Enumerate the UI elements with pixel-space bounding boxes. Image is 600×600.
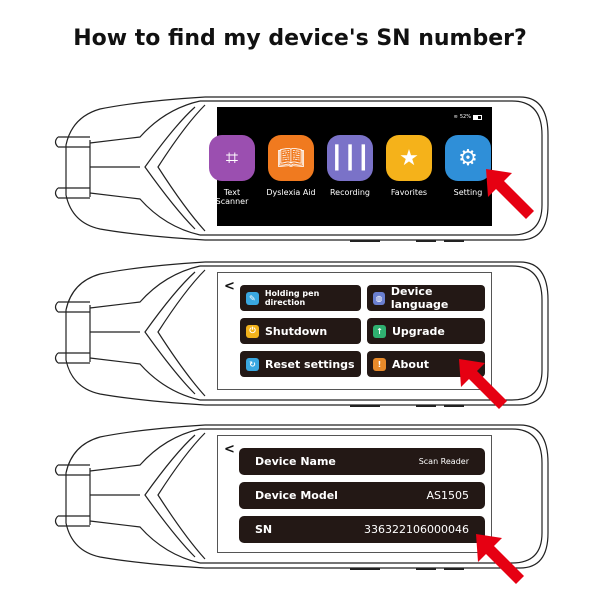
red-arrow-icon bbox=[486, 169, 534, 219]
back-button[interactable]: < bbox=[224, 279, 235, 294]
app-label: Dyslexia Aid bbox=[266, 188, 316, 197]
row-value: Scan Reader bbox=[418, 457, 469, 466]
page-title: How to find my device's SN number? bbox=[73, 26, 527, 51]
status-bar: ≋ 52% bbox=[454, 114, 482, 120]
row-key: Device Name bbox=[255, 455, 336, 468]
globe-icon: ◍ bbox=[373, 291, 385, 305]
reset-icon: ↻ bbox=[246, 357, 259, 371]
device-model-row: Device Model AS1505 bbox=[239, 482, 485, 509]
settings-screen: < ✎ Holding pen direction ◍ Device languag… bbox=[217, 272, 492, 390]
setting-upgrade[interactable]: ↑ Upgrade bbox=[367, 318, 485, 344]
home-screen: ≋ 52% ⌗ Text Scanner 📖︎ Dyslexia Aid ┃┃┃… bbox=[209, 107, 493, 226]
app-label: Setting bbox=[453, 188, 483, 197]
power-icon: ⏻ bbox=[246, 324, 259, 338]
waveform-icon: ┃┃┃ bbox=[327, 135, 373, 181]
app-dyslexia-aid[interactable]: 📖︎ Dyslexia Aid bbox=[266, 135, 316, 197]
setting-shutdown[interactable]: ⏻ Shutdown bbox=[240, 318, 361, 344]
app-text-scanner[interactable]: ⌗ Text Scanner bbox=[207, 135, 257, 206]
battery-icon bbox=[473, 114, 482, 120]
info-icon: ! bbox=[373, 357, 386, 371]
back-button[interactable]: < bbox=[224, 442, 235, 457]
sn-value: 336322106000046 bbox=[364, 523, 469, 536]
app-label: Favorites bbox=[390, 188, 428, 197]
label: Shutdown bbox=[265, 324, 328, 338]
label: About bbox=[392, 357, 430, 371]
setting-holding-pen-direction[interactable]: ✎ Holding pen direction bbox=[240, 285, 361, 311]
about-screen: < Device Name Scan Reader Device Model A… bbox=[217, 435, 492, 553]
label: Upgrade bbox=[392, 324, 445, 338]
app-label: Recording bbox=[329, 188, 370, 197]
upgrade-icon: ↑ bbox=[373, 324, 386, 338]
sn-row: SN 336322106000046 bbox=[239, 516, 485, 543]
app-setting[interactable]: ⚙ Setting bbox=[443, 135, 493, 197]
app-label: Text Scanner bbox=[215, 188, 249, 206]
row-value: AS1505 bbox=[426, 489, 469, 502]
device-name-row: Device Name Scan Reader bbox=[239, 448, 485, 475]
pen-icon: ✎ bbox=[246, 291, 259, 305]
book-icon: 📖︎ bbox=[268, 135, 314, 181]
label: Reset settings bbox=[265, 357, 355, 371]
battery-percent: 52% bbox=[459, 114, 471, 120]
row-key: SN bbox=[255, 523, 273, 536]
wifi-icon: ≋ bbox=[453, 114, 458, 120]
setting-reset-settings[interactable]: ↻ Reset settings bbox=[240, 351, 361, 377]
scan-icon: ⌗ bbox=[209, 135, 255, 181]
app-favorites[interactable]: ★ Favorites bbox=[384, 135, 434, 197]
setting-device-language[interactable]: ◍ Device language bbox=[367, 285, 485, 311]
app-recording[interactable]: ┃┃┃ Recording bbox=[325, 135, 375, 197]
row-key: Device Model bbox=[255, 489, 338, 502]
folder-star-icon: ★ bbox=[386, 135, 432, 181]
gear-icon: ⚙ bbox=[445, 135, 491, 181]
label: Device language bbox=[390, 285, 449, 311]
red-arrow-icon bbox=[459, 359, 507, 409]
red-arrow-icon bbox=[476, 534, 524, 584]
label: Holding pen direction bbox=[264, 289, 320, 307]
